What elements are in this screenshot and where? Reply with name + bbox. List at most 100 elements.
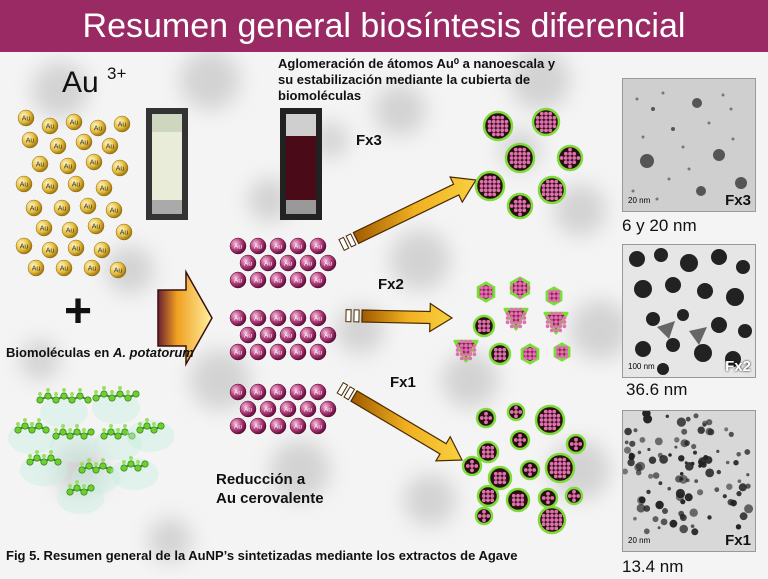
gold-ion: Au — [15, 237, 33, 255]
reduced-au-atom: Au — [229, 383, 247, 401]
nanoparticle — [509, 276, 531, 300]
nanoparticle — [564, 486, 584, 506]
nanoparticle — [461, 455, 483, 477]
nanoparticle — [506, 402, 526, 422]
reduced-au-atom: Au — [319, 254, 337, 272]
nanoparticle — [565, 433, 587, 455]
reduced-au-atom: Au — [229, 417, 247, 435]
tem-particle — [693, 413, 699, 419]
tem-particle — [633, 516, 637, 521]
reduced-au-atom: Au — [259, 326, 277, 344]
reduced-au-atom: Au — [239, 326, 257, 344]
tem-particle — [730, 499, 737, 507]
tem-particle — [733, 460, 739, 466]
gold-ion: Au — [49, 137, 67, 155]
tem-particle — [736, 491, 742, 497]
nanoparticle — [472, 314, 496, 338]
biomolecules-text: Biomoléculas en — [6, 345, 110, 360]
tem-particle — [638, 496, 646, 504]
gold-ion: Au — [101, 137, 119, 155]
reduced-au-atom: Au — [289, 417, 307, 435]
gold-ion-label: Au — [32, 266, 41, 273]
reduced-au-atom: Au — [299, 400, 317, 418]
reduced-au-label: Au — [274, 316, 282, 323]
nanoparticle — [476, 440, 500, 464]
agglomeration-text: Aglomeración de átomos Au⁰ a nanoescala … — [278, 56, 555, 104]
tem-fx3-label: Fx3 — [725, 192, 751, 209]
tem-particle — [744, 504, 754, 514]
nanoparticle — [534, 404, 566, 436]
arrow-fx2 — [345, 302, 454, 333]
tem-particle — [624, 440, 629, 445]
biomolecule — [49, 424, 98, 462]
gold-ion: Au — [67, 175, 85, 193]
reduced-au-atom: Au — [249, 343, 267, 361]
reduced-au-atom: Au — [249, 383, 267, 401]
reduced-au-label: Au — [314, 424, 322, 431]
reduced-au-label: Au — [314, 316, 322, 323]
tem-particle — [679, 472, 684, 476]
reduced-au-label: Au — [294, 424, 302, 431]
tem-particle — [726, 483, 733, 490]
nanoparticle — [553, 342, 571, 362]
gold-ion: Au — [109, 261, 127, 279]
gold-ion: Au — [15, 175, 33, 193]
tem-particle — [684, 493, 693, 502]
gold-ion: Au — [115, 223, 133, 241]
tem-particle — [652, 472, 660, 479]
tem-particle — [657, 526, 661, 530]
gold-ion-label: Au — [20, 244, 29, 251]
ion-heading: Au 3+ — [62, 64, 126, 100]
nanoparticle — [544, 452, 576, 484]
gold-ion-label: Au — [30, 206, 39, 213]
reduced-au-label: Au — [294, 390, 302, 397]
tem-particle — [667, 486, 671, 491]
nanoparticle — [453, 339, 479, 363]
reduced-au-atom: Au — [249, 237, 267, 255]
tem-particle — [679, 513, 686, 520]
tem-particle — [724, 427, 729, 432]
reduced-au-label: Au — [264, 261, 272, 268]
reduction-line-1: Reducción a — [216, 471, 306, 488]
gold-ion-label: Au — [100, 186, 109, 193]
reduced-au-label: Au — [234, 424, 242, 431]
tem-particle — [643, 528, 650, 535]
agglomeration-line-1: Aglomeración de átomos Au⁰ a nanoescala … — [278, 56, 556, 71]
reduced-au-atom: Au — [319, 400, 337, 418]
tem-particle — [627, 458, 635, 467]
reduced-au-atom: Au — [299, 254, 317, 272]
biomolecule — [94, 424, 142, 460]
gold-ion-label: Au — [64, 164, 73, 171]
reduced-au-atom: Au — [279, 400, 297, 418]
tem-particle — [642, 411, 651, 418]
gold-ion: Au — [61, 221, 79, 239]
tem-particle — [702, 423, 707, 427]
reduced-au-atom: Au — [309, 309, 327, 327]
nanoparticle — [509, 429, 531, 451]
gold-ion-label: Au — [60, 266, 69, 273]
reduced-au-label: Au — [324, 407, 332, 414]
nanoparticle — [556, 144, 584, 172]
tem-particle — [735, 524, 742, 530]
reduced-au-atom: Au — [269, 271, 287, 289]
tem-image-fx2: 100 nm Fx2 — [622, 244, 756, 378]
tem-particle — [646, 489, 651, 495]
plus-sign: + — [64, 285, 93, 338]
reduced-au-label: Au — [254, 316, 262, 323]
reduced-au-label: Au — [294, 244, 302, 251]
nanoparticle — [487, 465, 513, 491]
nanoparticle — [503, 307, 529, 331]
tem-particle — [716, 469, 721, 475]
reduced-au-atom: Au — [259, 400, 277, 418]
reduced-au-label: Au — [234, 390, 242, 397]
tem-particle — [693, 450, 697, 455]
gold-ion-label: Au — [92, 224, 101, 231]
tem-particle — [737, 479, 742, 483]
tem-particle — [633, 428, 638, 433]
gold-ion: Au — [31, 155, 49, 173]
tem-particle — [691, 443, 697, 450]
nanoparticle — [545, 286, 563, 306]
gold-ion-label: Au — [110, 208, 119, 215]
reduced-au-atom: Au — [239, 254, 257, 272]
reduced-au-atom: Au — [309, 271, 327, 289]
